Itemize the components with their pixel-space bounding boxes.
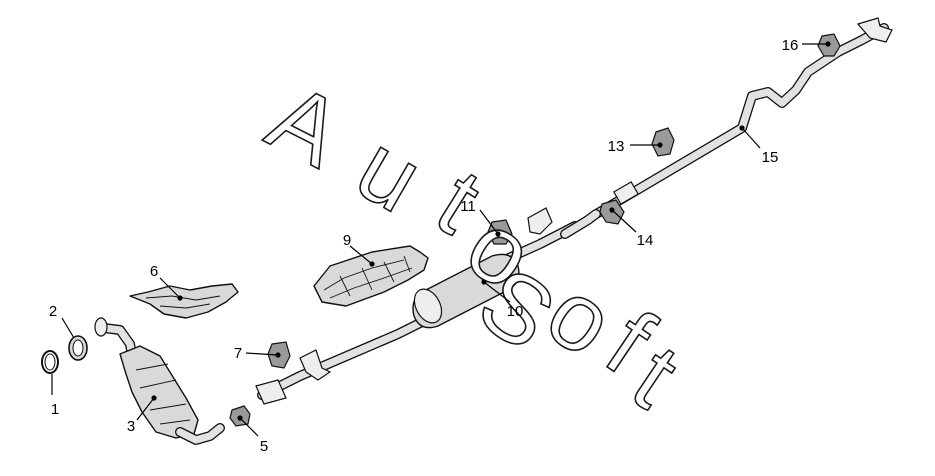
clamp-2: [68, 335, 88, 361]
callout-9: 9: [343, 232, 351, 249]
callout-1: 1: [51, 401, 59, 418]
callout-2: 2: [49, 303, 57, 320]
callout-numbers: 1 2 3 5 6 7 9 10 11 13 14 15 16: [49, 37, 799, 455]
watermark-letter-1: A: [252, 63, 358, 187]
seal-ring-1: [41, 350, 59, 374]
callout-7: 7: [234, 345, 242, 362]
callout-6: 6: [150, 263, 158, 280]
catalytic-converter: [94, 317, 225, 445]
callout-leaders: [51, 41, 831, 437]
callout-16: 16: [782, 37, 799, 54]
heat-shield-9: [313, 245, 429, 307]
rubber-mount-13: [651, 127, 675, 157]
watermark-letter-2: u: [340, 114, 440, 233]
front-pipe: [255, 313, 435, 405]
callout-15: 15: [762, 149, 779, 166]
rubber-mount-11: [487, 219, 513, 245]
heat-shield-6: [129, 283, 239, 319]
callout-5: 5: [260, 438, 268, 455]
callout-13: 13: [608, 138, 625, 155]
callout-14: 14: [637, 232, 654, 249]
middle-muffler: [412, 207, 601, 329]
callout-10: 10: [507, 303, 524, 320]
callout-3: 3: [127, 418, 135, 435]
callout-11: 11: [460, 198, 476, 215]
rear-pipe: [593, 17, 893, 218]
